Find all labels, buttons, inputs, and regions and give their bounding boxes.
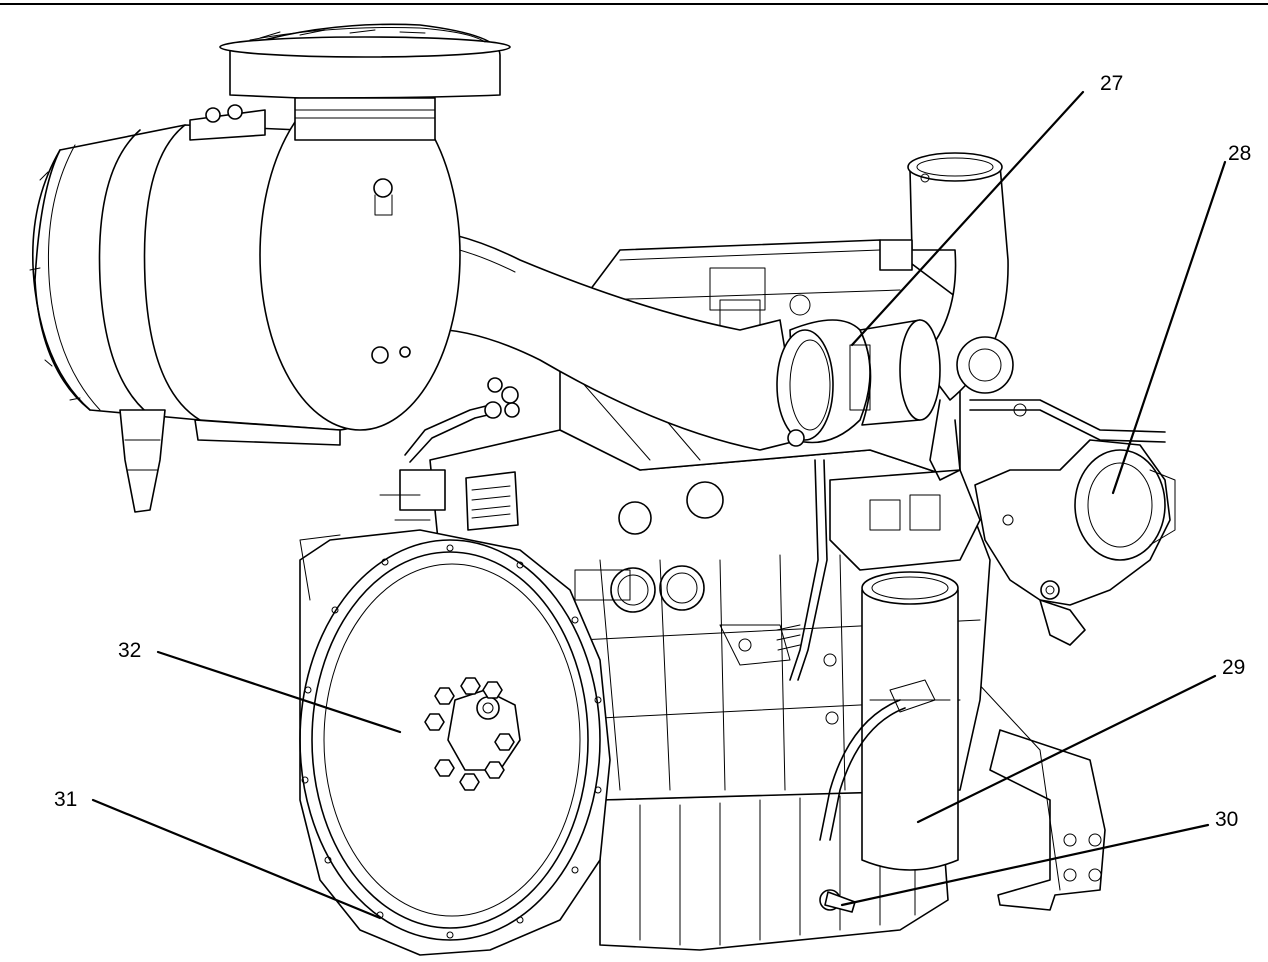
callout-28: 28	[1228, 142, 1251, 165]
leader-28	[1111, 160, 1227, 495]
drain-valve	[819, 889, 856, 913]
mounting-bracket	[974, 679, 1106, 911]
leader-31	[91, 798, 382, 920]
callout-30: 30	[1215, 808, 1238, 831]
oil-filter	[819, 571, 959, 871]
callout-32: 32	[118, 639, 141, 662]
callout-labels: 27 28 29 30 31 32	[54, 72, 1251, 831]
data-plate	[465, 471, 519, 531]
alternator	[969, 399, 1176, 646]
air-cleaner	[29, 79, 461, 513]
exhaust-elbow	[879, 152, 1014, 481]
leader-lines	[91, 90, 1227, 920]
engine-line-art	[29, 23, 1176, 956]
leader-29	[916, 674, 1217, 824]
leader-32	[156, 650, 402, 734]
left-fittings	[379, 377, 520, 521]
callout-27: 27	[1100, 72, 1123, 95]
callout-31: 31	[54, 788, 77, 811]
air-precleaner-cap	[219, 23, 511, 141]
leader-27	[850, 90, 1085, 347]
callout-29: 29	[1222, 656, 1245, 679]
leader-30	[840, 823, 1210, 907]
fuel-pump-bracket	[829, 469, 981, 571]
flywheel-hub	[424, 677, 521, 791]
housing-bolt-ring	[301, 544, 602, 939]
flywheel-bolts	[424, 677, 515, 791]
